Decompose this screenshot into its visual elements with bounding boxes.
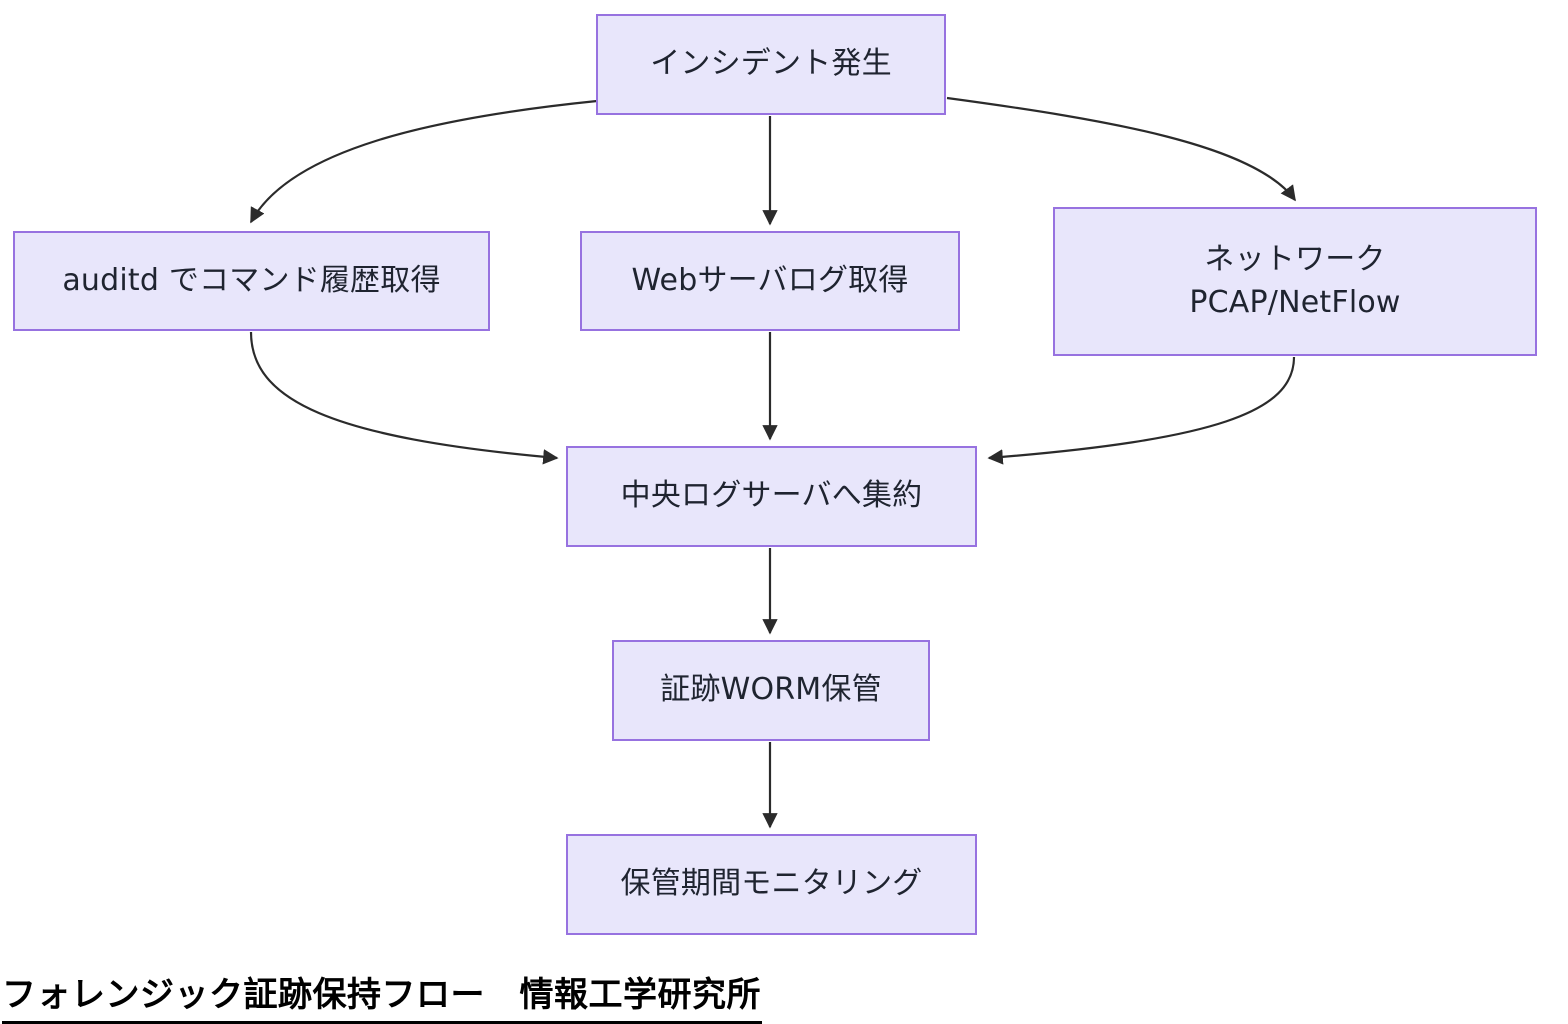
- node-incident-label: インシデント発生: [650, 46, 892, 82]
- node-auditd-command-history[interactable]: auditd でコマンド履歴取得: [13, 231, 490, 331]
- node-network-label: ネットワーク PCAP/NetFlow: [1189, 241, 1401, 320]
- node-web-server-log[interactable]: Webサーバログ取得: [580, 231, 960, 331]
- diagram-caption: フォレンジック証跡保持フロー 情報工学研究所: [2, 967, 762, 1024]
- node-weblog-label: Webサーバログ取得: [631, 262, 909, 298]
- node-monitor-label: 保管期間モニタリング: [620, 866, 923, 902]
- node-central-label: 中央ログサーバへ集約: [620, 478, 923, 514]
- node-incident-occurrence[interactable]: インシデント発生: [596, 14, 946, 115]
- node-worm-label: 証跡WORM保管: [660, 672, 882, 708]
- edge-network-to-central: [987, 356, 1296, 465]
- node-retention-monitoring[interactable]: 保管期間モニタリング: [566, 834, 977, 935]
- node-worm-evidence-storage[interactable]: 証跡WORM保管: [612, 640, 930, 741]
- edge-incident-to-auditd: [250, 99, 598, 224]
- node-auditd-label: auditd でコマンド履歴取得: [62, 262, 441, 298]
- node-network-pcap-netflow[interactable]: ネットワーク PCAP/NetFlow: [1053, 207, 1537, 356]
- edge-auditd-to-central: [249, 331, 559, 465]
- node-central-log-server[interactable]: 中央ログサーバへ集約: [566, 446, 977, 547]
- edge-incident-to-network: [946, 96, 1296, 202]
